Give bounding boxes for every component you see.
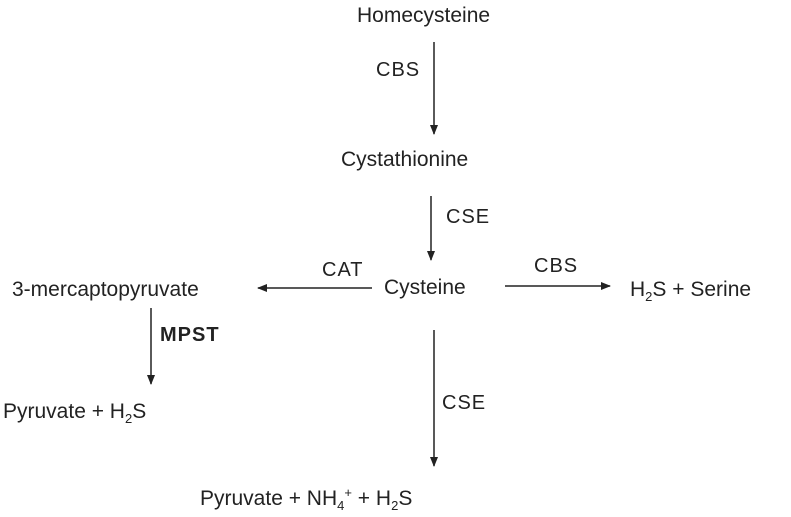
cystathionine-label: Cystathionine	[341, 148, 469, 171]
pyruvate-h2s-label: Pyruvate + H2S	[3, 400, 147, 425]
mercaptopyruvate-label: 3-mercaptopyruvate	[12, 278, 199, 301]
pyruvate-nh4-h2s-left: Pyruvate + NH	[200, 487, 338, 510]
cysteine-label: Cysteine	[384, 276, 466, 299]
pyruvate-h2s-sub: 2	[124, 411, 133, 427]
pyruvate-nh4-h2s-sup: +	[344, 485, 352, 500]
pyruvate-h2s-rest: S	[132, 400, 147, 423]
enzyme-mpst-label: MPST	[160, 324, 220, 346]
pyruvate-nh4-h2s-sub2: 2	[391, 498, 399, 514]
pyruvate-nh4-h2s-mid: + H	[351, 487, 392, 510]
h2s-serine-sub: 2	[645, 289, 653, 305]
pyruvate-h2s-left: Pyruvate + H	[3, 400, 125, 423]
homocysteine-label: Homecysteine	[357, 4, 491, 27]
pyruvate-nh4-h2s-sub1: 4	[337, 498, 345, 514]
h2s-serine-label: H2S + Serine	[630, 278, 752, 303]
h2s-serine-rest: S + Serine	[652, 278, 752, 301]
enzyme-cbs-top-label: CBS	[376, 59, 421, 81]
pyruvate-nh4-h2s-rest: S	[398, 487, 413, 510]
h2s-serine-h: H	[630, 278, 646, 301]
enzyme-cse-bottom-label: CSE	[442, 392, 487, 414]
pyruvate-nh4-h2s-label: Pyruvate + NH4+ + H2S	[200, 485, 413, 512]
enzyme-cat-label: CAT	[322, 259, 364, 281]
enzyme-cse-top-label: CSE	[446, 206, 491, 228]
enzyme-cbs-right-label: CBS	[534, 255, 579, 277]
